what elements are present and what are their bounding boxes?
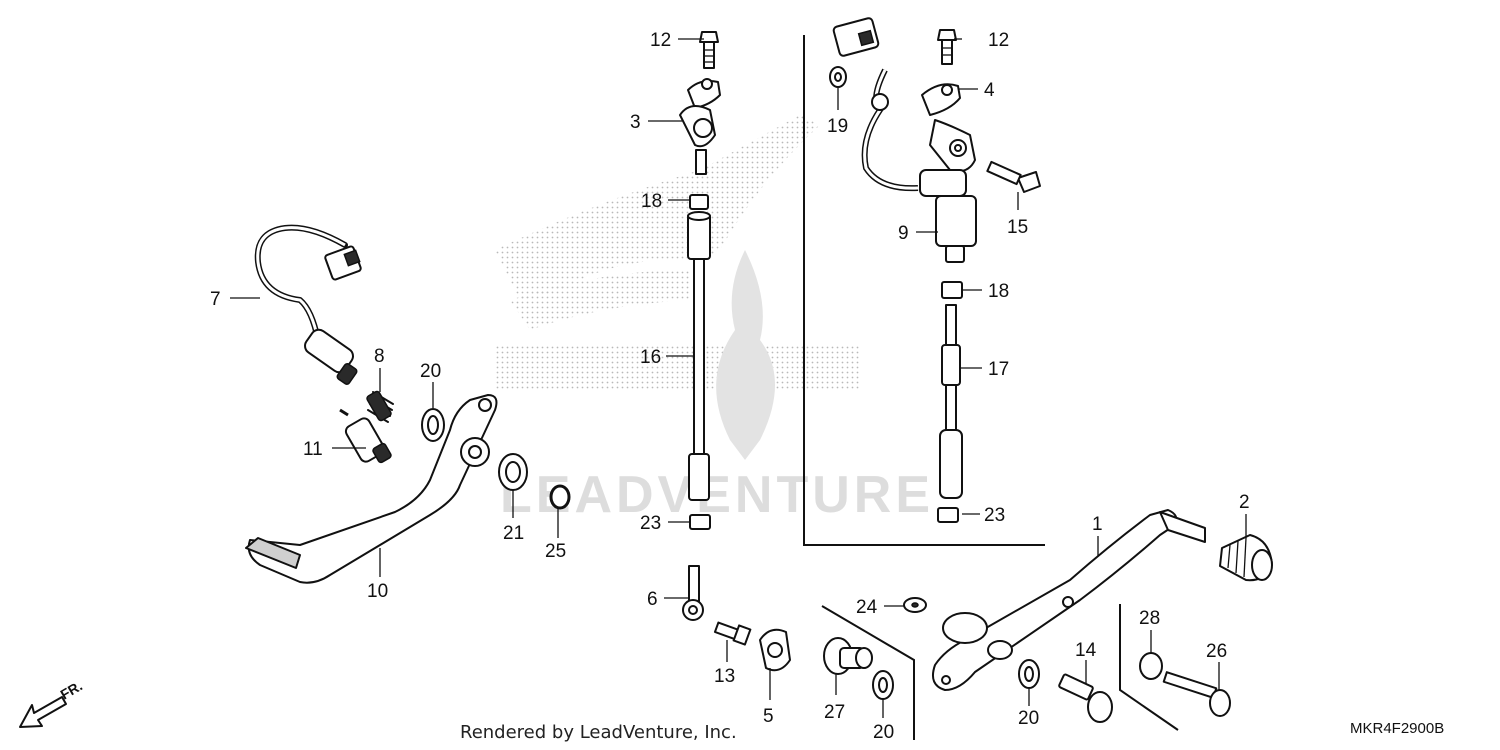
washer-28 bbox=[1139, 652, 1163, 680]
wire-harness-7 bbox=[254, 224, 362, 385]
callout-7[interactable]: 7 bbox=[210, 289, 221, 310]
joint-3 bbox=[679, 78, 721, 175]
callout-13[interactable]: 13 bbox=[714, 666, 735, 687]
callout-8[interactable]: 8 bbox=[374, 346, 385, 367]
callouts: 12 12 3 4 19 18 9 15 18 16 17 7 8 20 11 … bbox=[210, 30, 1250, 743]
callout-18-center[interactable]: 18 bbox=[641, 191, 662, 212]
nut-18-center bbox=[689, 194, 709, 210]
callout-25[interactable]: 25 bbox=[545, 541, 566, 562]
callout-1[interactable]: 1 bbox=[1092, 514, 1103, 535]
watermark-wing-lower bbox=[510, 270, 690, 330]
bolt-13 bbox=[713, 621, 752, 646]
callout-3[interactable]: 3 bbox=[630, 112, 641, 133]
callout-15[interactable]: 15 bbox=[1007, 217, 1028, 238]
bolt-12-center bbox=[699, 31, 719, 69]
clip-25 bbox=[549, 484, 571, 510]
brake-pedal-10 bbox=[245, 394, 498, 584]
rubber-2 bbox=[1219, 534, 1273, 582]
bracket-frame-left bbox=[821, 605, 915, 740]
callout-2[interactable]: 2 bbox=[1239, 492, 1250, 513]
assembly-frame bbox=[803, 35, 1045, 546]
sensor-9 bbox=[832, 17, 977, 263]
callout-14[interactable]: 14 bbox=[1075, 640, 1097, 661]
callout-6[interactable]: 6 bbox=[647, 589, 658, 610]
pivot-27 bbox=[823, 637, 873, 675]
washer-20-right bbox=[1018, 659, 1040, 689]
nut-18-right bbox=[941, 281, 963, 299]
watermark-flame bbox=[716, 250, 775, 460]
front-direction-arrow: FR. bbox=[19, 677, 85, 728]
spring-8 bbox=[366, 390, 394, 423]
watermark-letters bbox=[495, 345, 860, 390]
shift-lever-1 bbox=[932, 509, 1206, 691]
rod-16 bbox=[687, 211, 711, 501]
callout-23-right[interactable]: 23 bbox=[984, 505, 1005, 526]
callout-9[interactable]: 9 bbox=[898, 223, 909, 244]
rod-17 bbox=[939, 304, 963, 499]
callout-28[interactable]: 28 bbox=[1139, 608, 1160, 629]
leader-lines bbox=[230, 38, 1247, 718]
callout-20-left[interactable]: 20 bbox=[420, 361, 441, 382]
washer-21 bbox=[498, 453, 528, 491]
diagram-code: MKR4F2900B bbox=[1350, 720, 1444, 737]
callout-10[interactable]: 10 bbox=[367, 581, 388, 602]
watermark: LEADVENTURE bbox=[495, 115, 934, 524]
bracket-frame-right bbox=[1119, 604, 1179, 731]
pivot-bolt-14 bbox=[1058, 673, 1113, 723]
callout-4[interactable]: 4 bbox=[984, 80, 995, 101]
bolt-6 bbox=[682, 565, 704, 621]
arrow-icon bbox=[19, 696, 67, 728]
watermark-wing bbox=[495, 115, 820, 300]
washer-20-center bbox=[872, 670, 894, 700]
washer-20-left bbox=[421, 408, 445, 442]
callout-12-center[interactable]: 12 bbox=[650, 30, 671, 51]
rendered-by-credit: Rendered by LeadVenture, Inc. bbox=[460, 722, 737, 743]
callout-16[interactable]: 16 bbox=[640, 347, 661, 368]
callout-23-center[interactable]: 23 bbox=[640, 513, 661, 534]
nut-23-right bbox=[937, 507, 959, 523]
collar-19 bbox=[829, 66, 847, 88]
nut-23-center bbox=[689, 514, 711, 530]
callout-5[interactable]: 5 bbox=[763, 706, 774, 727]
callout-27[interactable]: 27 bbox=[824, 702, 845, 723]
bolt-12-right bbox=[937, 29, 957, 65]
callout-24[interactable]: 24 bbox=[856, 597, 878, 618]
bolt-26 bbox=[1162, 671, 1231, 717]
callout-11[interactable]: 11 bbox=[303, 439, 323, 460]
joint-4 bbox=[921, 83, 961, 116]
callout-17[interactable]: 17 bbox=[988, 359, 1009, 380]
switch-11 bbox=[339, 408, 392, 464]
watermark-brand: LEADVENTURE bbox=[500, 466, 934, 524]
joint-5 bbox=[759, 628, 791, 672]
callout-26[interactable]: 26 bbox=[1206, 641, 1227, 662]
callout-12-right[interactable]: 12 bbox=[988, 30, 1009, 51]
callout-18-right[interactable]: 18 bbox=[988, 281, 1009, 302]
washer-24 bbox=[903, 597, 927, 613]
bolt-15 bbox=[986, 160, 1041, 193]
callout-21[interactable]: 21 bbox=[503, 523, 524, 544]
callout-19[interactable]: 19 bbox=[827, 116, 848, 137]
callout-20-center[interactable]: 20 bbox=[873, 722, 894, 743]
callout-20-right[interactable]: 20 bbox=[1018, 708, 1039, 729]
